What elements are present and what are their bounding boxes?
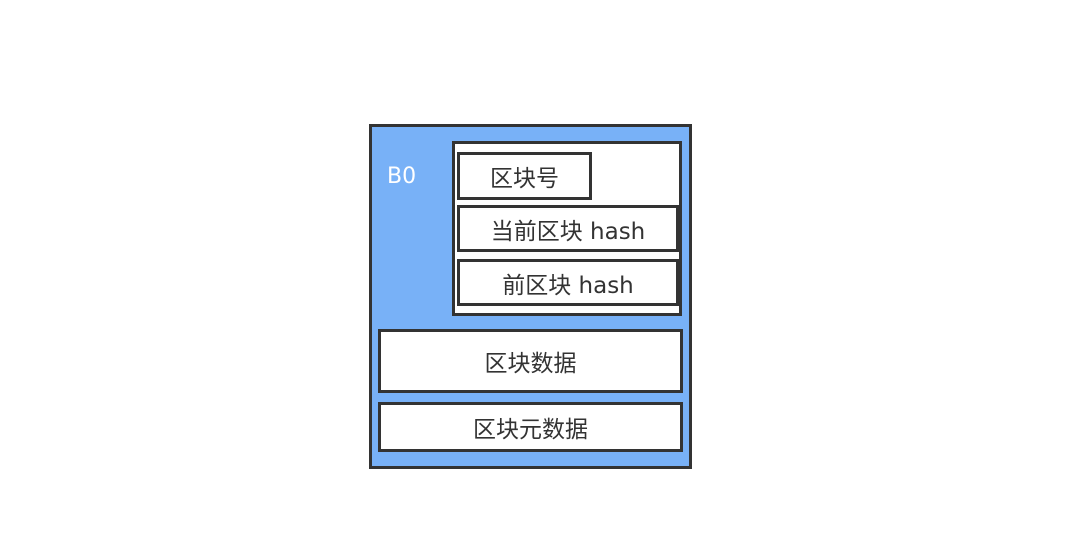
block-data-field: 区块数据 [378,329,683,393]
block-metadata-field: 区块元数据 [378,402,683,452]
block-name-label: B0 [387,164,417,189]
current-hash-field: 当前区块 hash [457,205,679,252]
prev-hash-field: 前区块 hash [457,259,679,306]
block-number-field: 区块号 [457,152,592,200]
